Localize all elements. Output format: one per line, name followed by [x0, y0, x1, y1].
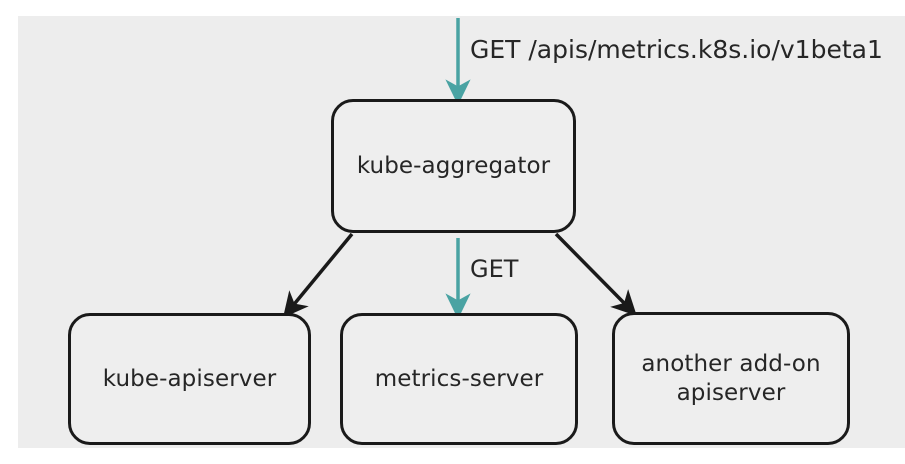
node-kube-apiserver[interactable]: kube-apiserver: [68, 313, 311, 445]
node-kube-aggregator-label: kube-aggregator: [356, 152, 551, 179]
node-kube-aggregator[interactable]: kube-aggregator: [331, 99, 576, 233]
node-another-addon-apiserver-label: another add-on apiserver: [641, 350, 820, 408]
node-another-addon-apiserver[interactable]: another add-on apiserver: [612, 312, 850, 445]
incoming-request-label: GET /apis/metrics.k8s.io/v1beta1: [470, 35, 883, 64]
node-metrics-server-label: metrics-server: [374, 365, 544, 392]
proxied-request-label: GET: [470, 255, 519, 283]
node-another-addon-apiserver-label-line1: another add-on: [641, 350, 821, 377]
node-kube-apiserver-label: kube-apiserver: [102, 365, 277, 392]
node-metrics-server[interactable]: metrics-server: [340, 313, 578, 445]
node-another-addon-apiserver-label-line2: apiserver: [676, 379, 786, 406]
